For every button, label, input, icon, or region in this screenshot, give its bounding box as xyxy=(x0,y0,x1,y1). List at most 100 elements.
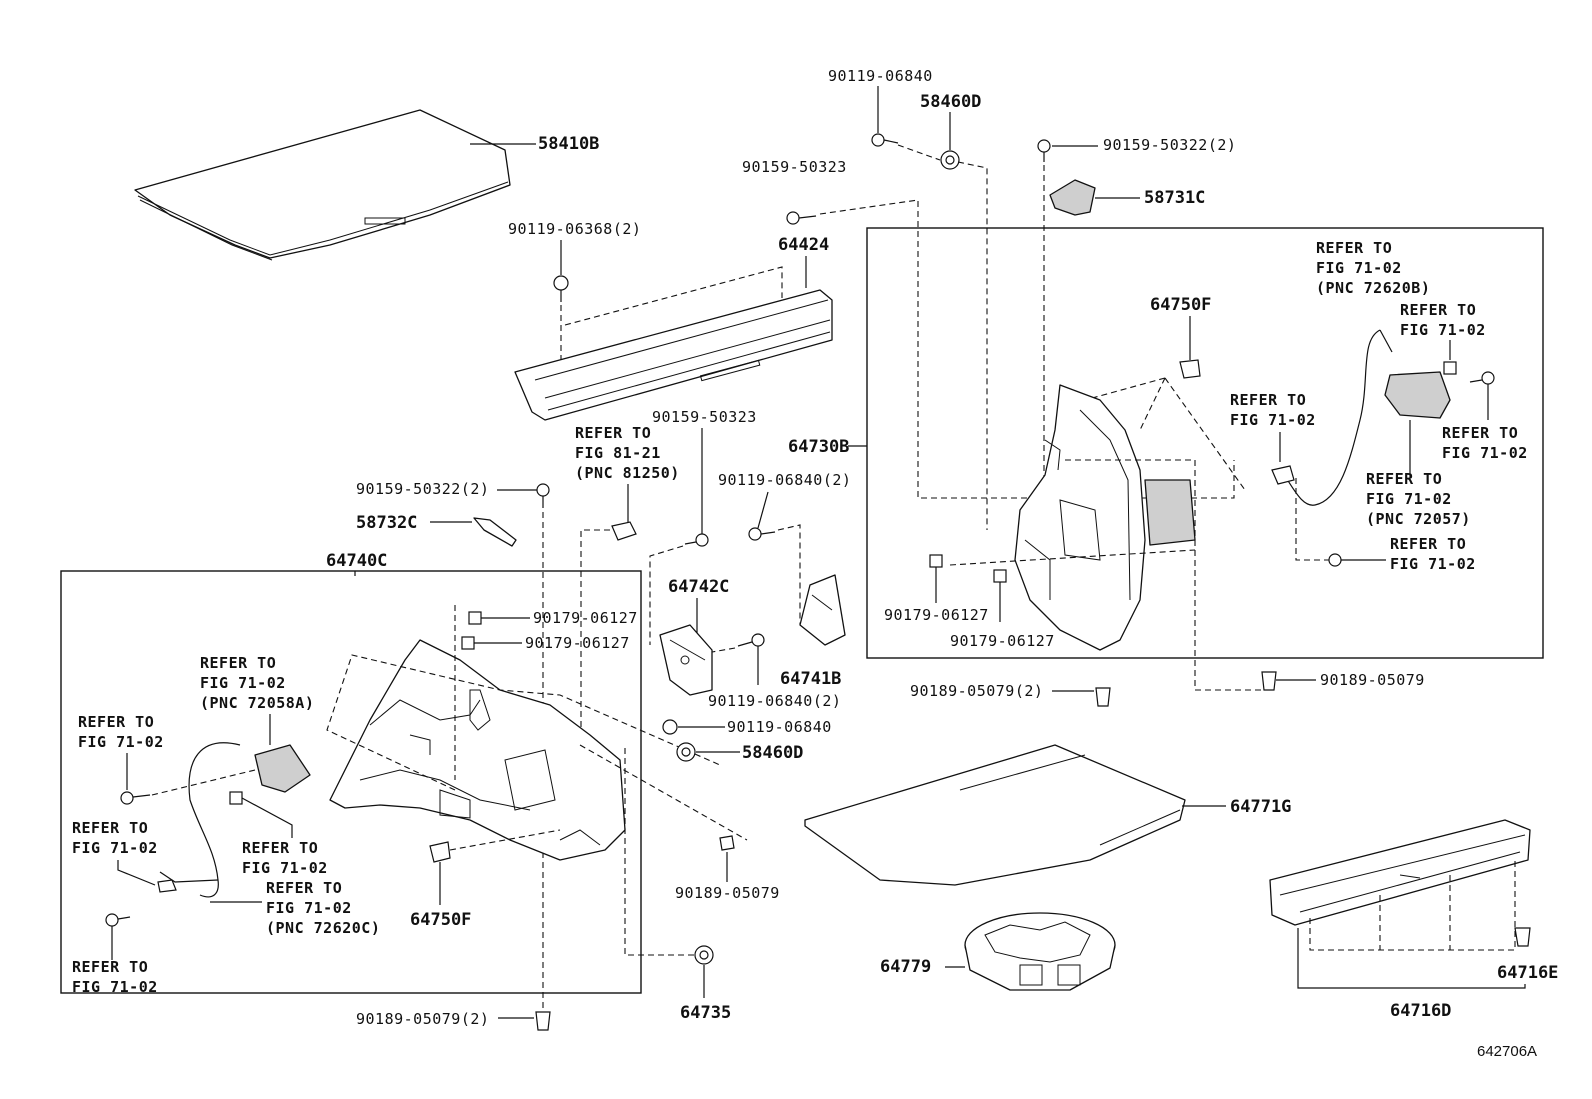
screw-90159-50322-left-icon[interactable] xyxy=(536,483,550,508)
label-64730b: 64730B xyxy=(788,437,849,457)
refer-right-d-line1: REFER TO xyxy=(1390,535,1466,553)
clip-81250-icon[interactable] xyxy=(611,521,637,541)
clip-90189-05079-right-icon[interactable] xyxy=(1261,671,1277,691)
refer-left-b-line2: FIG 71-02 xyxy=(72,839,158,857)
group-box-64730b xyxy=(866,227,1544,659)
label-58460d-top: 58460D xyxy=(920,92,981,112)
refer-72058a-line2: FIG 71-02 xyxy=(200,674,286,692)
screw-right-d-icon[interactable] xyxy=(1328,553,1386,567)
screw-left-c-icon[interactable] xyxy=(105,913,131,927)
label-90159-50323-top: 90159-50323 xyxy=(742,158,847,176)
label-90119-06840-top: 90119-06840 xyxy=(828,67,933,85)
screw-90159-50323-top-icon[interactable] xyxy=(786,211,817,225)
refer-right-b-line2: FIG 71-02 xyxy=(1442,444,1528,462)
screw-90159-50323-mid-icon[interactable] xyxy=(684,533,709,547)
quarter-trim-left-64740c[interactable] xyxy=(329,639,626,861)
group-box-64740c xyxy=(60,570,642,994)
clip-right-c-icon[interactable] xyxy=(1271,465,1295,485)
refer-left-b-line1: REFER TO xyxy=(72,819,148,837)
refer-72058a-line3: (PNC 72058A) xyxy=(200,694,314,712)
label-64771g: 64771G xyxy=(1230,797,1291,817)
label-90179-06127-b: 90179-06127 xyxy=(525,634,630,652)
refer-left-a-line1: REFER TO xyxy=(78,713,154,731)
label-90119-06840-2-b: 90119-06840(2) xyxy=(708,692,841,710)
refer-72620b-line1: REFER TO xyxy=(1316,239,1392,257)
label-90119-06840-mid: 90119-06840 xyxy=(727,718,832,736)
deck-mat-64771g[interactable] xyxy=(804,744,1186,886)
cable-72620b[interactable] xyxy=(1279,329,1393,506)
refer-72620c-line3: (PNC 72620C) xyxy=(266,919,380,937)
bracket-64742c[interactable] xyxy=(659,624,713,696)
screw-right-b-icon[interactable] xyxy=(1469,371,1495,385)
deck-board-64424[interactable] xyxy=(514,289,833,421)
refer-72057-line1: REFER TO xyxy=(1366,470,1442,488)
refer-right-d-line2: FIG 71-02 xyxy=(1390,555,1476,573)
bolt-90119-06840-mid-icon[interactable] xyxy=(662,719,678,735)
clip-right-a-icon[interactable] xyxy=(1443,361,1457,375)
refer-to-81-21-line3: (PNC 81250) xyxy=(575,464,680,482)
label-90119-06840-2-a: 90119-06840(2) xyxy=(718,471,851,489)
clip-90189-05079-bottom-icon[interactable] xyxy=(535,1011,551,1031)
refer-to-81-21-line1: REFER TO xyxy=(575,424,651,442)
label-64716d: 64716D xyxy=(1390,1001,1451,1021)
refer-left-a-line2: FIG 71-02 xyxy=(78,733,164,751)
bolt-90119-06840-b-icon[interactable] xyxy=(737,633,765,647)
spare-box-64779[interactable] xyxy=(964,912,1116,991)
handle-72057[interactable] xyxy=(1384,371,1451,419)
label-64424: 64424 xyxy=(778,235,829,255)
refer-right-c-line2: FIG 71-02 xyxy=(1230,411,1316,429)
bolt-90119-06840-top-icon[interactable] xyxy=(871,133,899,147)
clip-90179-06127-c-icon[interactable] xyxy=(929,554,943,568)
label-58410b: 58410B xyxy=(538,134,599,154)
refer-left-c-line2: FIG 71-02 xyxy=(72,978,158,996)
refer-right-b-line1: REFER TO xyxy=(1442,424,1518,442)
label-90179-06127-d: 90179-06127 xyxy=(950,632,1055,650)
refer-mid-line2: FIG 71-02 xyxy=(242,859,328,877)
diagram-id: 642706A xyxy=(1477,1043,1537,1060)
handle-72058a[interactable] xyxy=(254,744,311,793)
clip-64716e-icon[interactable] xyxy=(1514,927,1531,947)
bracket-64741b[interactable] xyxy=(799,574,846,646)
clip-90179-06127-b-icon[interactable] xyxy=(461,636,475,650)
quarter-trim-right-64730b[interactable] xyxy=(1014,384,1196,651)
label-90159-50322-2-top: 90159-50322(2) xyxy=(1103,136,1236,154)
refer-right-a-line1: REFER TO xyxy=(1400,301,1476,319)
label-64740c: 64740C xyxy=(326,551,387,571)
label-64741b: 64741B xyxy=(780,669,841,689)
clip-90179-06127-a-icon[interactable] xyxy=(468,611,482,625)
clip-64750f-top-icon[interactable] xyxy=(1179,359,1201,379)
refer-right-c-line1: REFER TO xyxy=(1230,391,1306,409)
grommet-58460d-top-icon[interactable] xyxy=(940,150,960,170)
refer-left-c-line1: REFER TO xyxy=(72,958,148,976)
label-90189-05079-2-bottom: 90189-05079(2) xyxy=(356,1010,489,1028)
clip-90179-06127-d-icon[interactable] xyxy=(993,569,1007,583)
clip-90189-05079-mid-icon[interactable] xyxy=(719,835,735,851)
clip-90119-06368-icon[interactable] xyxy=(553,275,569,302)
refer-72620c-line1: REFER TO xyxy=(266,879,342,897)
label-58460d-mid: 58460D xyxy=(742,743,803,763)
label-64750f-bottom: 64750F xyxy=(410,910,471,930)
refer-72620c-line2: FIG 71-02 xyxy=(266,899,352,917)
screw-90159-50322-top-icon[interactable] xyxy=(1037,139,1051,162)
sill-plate-64716d[interactable] xyxy=(1269,819,1531,926)
cap-58731c[interactable] xyxy=(1049,179,1096,216)
label-58732c: 58732C xyxy=(356,513,417,533)
refer-72620b-line3: (PNC 72620B) xyxy=(1316,279,1430,297)
label-64750f-top: 64750F xyxy=(1150,295,1211,315)
grommet-58460d-mid-icon[interactable] xyxy=(676,742,696,762)
label-64779: 64779 xyxy=(880,957,931,977)
label-64735: 64735 xyxy=(680,1003,731,1023)
screw-left-a-icon[interactable] xyxy=(120,791,151,805)
grommet-64735-icon[interactable] xyxy=(694,945,714,965)
trim-58732c[interactable] xyxy=(473,517,517,547)
refer-72058a-line1: REFER TO xyxy=(200,654,276,672)
clip-90189-05079-2-right-icon[interactable] xyxy=(1095,687,1111,707)
cable-72620c[interactable] xyxy=(159,742,241,898)
clip-64750f-bottom-icon[interactable] xyxy=(429,841,451,863)
clip-left-b-icon[interactable] xyxy=(157,879,177,893)
clip-71-02-mid-icon[interactable] xyxy=(229,791,243,805)
tonneau-cover-58410b[interactable] xyxy=(134,109,511,261)
label-90189-05079-2-right: 90189-05079(2) xyxy=(910,682,1043,700)
bolt-90119-06840-a-icon[interactable] xyxy=(748,527,776,541)
